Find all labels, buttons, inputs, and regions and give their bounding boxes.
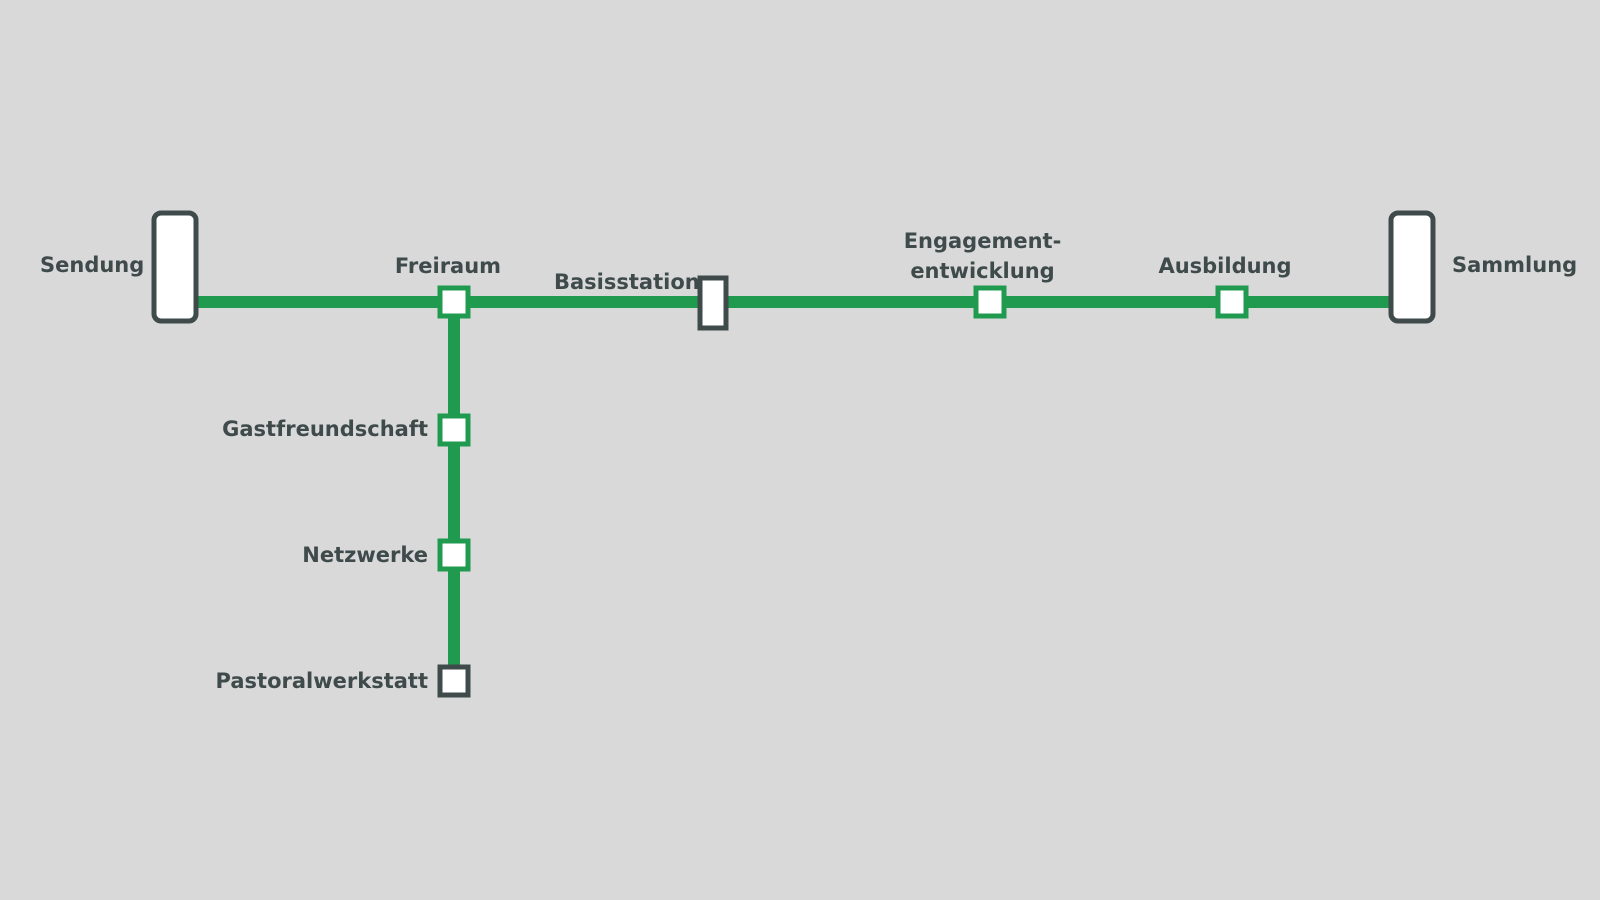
- station-pastoralwerkstatt[interactable]: [437, 664, 471, 698]
- label-gastfreundschaft: Gastfreundschaft: [222, 417, 428, 441]
- terminal-sammlung[interactable]: [1388, 210, 1436, 324]
- terminal-sendung[interactable]: [151, 210, 199, 324]
- station-ausbildung[interactable]: [1215, 285, 1249, 319]
- label-sendung: Sendung: [40, 253, 145, 277]
- station-gastfreundschaft[interactable]: [437, 413, 471, 447]
- label-netzwerke: Netzwerke: [302, 543, 428, 567]
- label-engagement-line1: Engagement-: [903, 229, 1062, 253]
- label-basisstation: Basisstation: [554, 270, 700, 294]
- label-sammlung: Sammlung: [1452, 253, 1578, 277]
- station-freiraum[interactable]: [437, 285, 471, 319]
- label-ausbildung: Ausbildung: [1158, 254, 1292, 278]
- label-pastoralwerkstatt: Pastoralwerkstatt: [215, 669, 428, 693]
- label-freiraum: Freiraum: [394, 254, 502, 278]
- station-netzwerke[interactable]: [437, 538, 471, 572]
- station-basisstation[interactable]: [697, 275, 729, 331]
- station-engagemententwicklung[interactable]: [973, 285, 1007, 319]
- label-engagement-line2: entwicklung: [910, 259, 1055, 283]
